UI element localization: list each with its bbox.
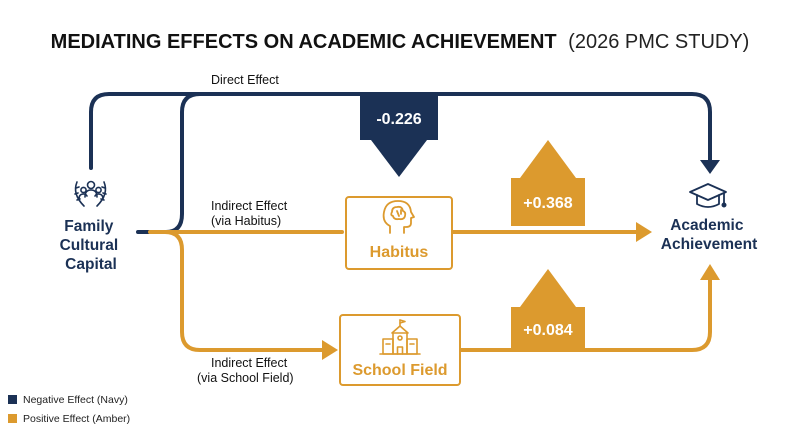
direct-arrowhead bbox=[700, 160, 720, 174]
indirect-habitus-line1: Indirect Effect bbox=[211, 199, 288, 213]
page-title: MEDIATING EFFECTS ON ACADEMIC ACHIEVEMEN… bbox=[51, 31, 750, 53]
legend: Negative Effect (Navy) Positive Effect (… bbox=[8, 394, 130, 425]
direct-effect-arrow: -0.226 bbox=[360, 94, 438, 177]
legend-swatch-negative bbox=[8, 395, 17, 404]
school-effect-arrow: +0.084 bbox=[511, 269, 585, 350]
habitus-effect-arrow: +0.368 bbox=[511, 140, 585, 226]
target-line1: Academic bbox=[670, 217, 744, 234]
source-line2: Cultural bbox=[60, 237, 119, 254]
target-line2: Achievement bbox=[661, 236, 757, 253]
school-entry-arrowhead bbox=[322, 340, 338, 360]
school-effect-value: +0.084 bbox=[523, 322, 572, 339]
school-node: School Field bbox=[339, 314, 461, 386]
direct-effect-value: -0.226 bbox=[376, 111, 421, 128]
school-building-icon bbox=[379, 319, 421, 355]
indirect-paths bbox=[148, 230, 712, 352]
title-main: MEDIATING EFFECTS ON ACADEMIC ACHIEVEMEN… bbox=[51, 31, 557, 53]
source-node: Family Cultural Capital bbox=[60, 180, 123, 273]
source-line3: Capital bbox=[65, 256, 117, 273]
indirect-habitus-line2: (via Habitus) bbox=[211, 214, 281, 228]
indirect-school-line2: (via School Field) bbox=[197, 371, 294, 385]
family-laurel-icon bbox=[74, 180, 107, 207]
legend-label-negative: Negative Effect (Navy) bbox=[23, 394, 128, 406]
habitus-label: Habitus bbox=[370, 244, 429, 261]
school-target-arrowhead bbox=[700, 264, 720, 280]
direct-effect-label: Direct Effect bbox=[211, 73, 279, 87]
brain-head-icon bbox=[382, 200, 415, 234]
legend-item-positive: Positive Effect (Amber) bbox=[8, 413, 130, 425]
legend-item-negative: Negative Effect (Navy) bbox=[8, 394, 128, 406]
indirect-school-line1: Indirect Effect bbox=[211, 356, 288, 370]
habitus-effect-value: +0.368 bbox=[523, 195, 572, 212]
target-label: Academic Achievement bbox=[661, 217, 757, 253]
school-label: School Field bbox=[352, 362, 447, 379]
legend-swatch-positive bbox=[8, 414, 17, 423]
habitus-node: Habitus bbox=[345, 196, 453, 270]
graduation-cap-icon bbox=[689, 183, 727, 208]
source-label: Family Cultural Capital bbox=[60, 218, 123, 273]
title-sub: (2026 PMC STUDY) bbox=[568, 31, 749, 53]
habitus-arrowhead bbox=[636, 222, 652, 242]
indirect-habitus-label: Indirect Effect (via Habitus) bbox=[211, 199, 291, 228]
target-node: Academic Achievement bbox=[661, 183, 757, 253]
indirect-school-label: Indirect Effect (via School Field) bbox=[197, 356, 294, 385]
legend-label-positive: Positive Effect (Amber) bbox=[23, 413, 130, 425]
source-line1: Family bbox=[64, 218, 113, 235]
